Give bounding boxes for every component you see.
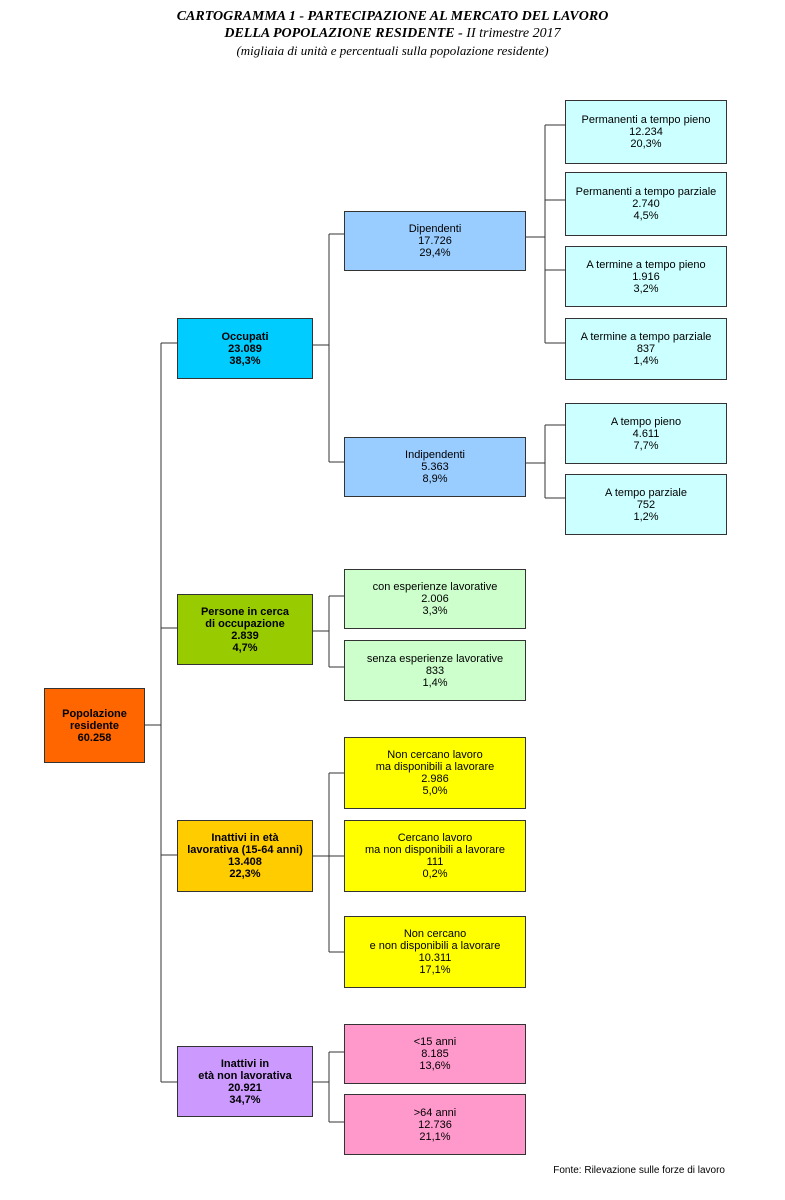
node-permanenti-tempo-pieno: Permanenti a tempo pieno 12.234 20,3% <box>565 100 727 164</box>
node-percent: 1,4% <box>633 355 659 367</box>
node-label: ma disponibili a lavorare <box>375 761 495 773</box>
node-label: Indipendenti <box>405 449 465 461</box>
node-label: A tempo pieno <box>610 415 682 428</box>
node-label: Dipendenti <box>408 223 462 235</box>
node-label: Non cercano lavoro <box>387 749 483 761</box>
node-label: con esperienze lavorative <box>372 581 498 593</box>
node-label: Permanenti a tempo parziale <box>575 186 717 198</box>
node-meno-15-anni: <15 anni 8.185 13,6% <box>344 1024 526 1084</box>
node-value: 13.408 <box>228 856 262 868</box>
title-line-2-main: DELLA POPOLAZIONE RESIDENTE - <box>224 26 467 41</box>
node-con-esperienze: con esperienze lavorative 2.006 3,3% <box>344 569 526 629</box>
node-value: 4.611 <box>632 427 660 440</box>
node-popolazione-residente: Popolazione residente 60.258 <box>44 688 145 763</box>
title-subtitle: (migliaia di unità e percentuali sulla p… <box>236 43 549 58</box>
node-label: Persone in cerca <box>200 605 290 618</box>
node-percent: 29,4% <box>419 247 451 259</box>
node-value: 2.986 <box>421 773 449 785</box>
node-percent: 0,2% <box>422 868 448 880</box>
node-value: 2.006 <box>421 593 449 605</box>
node-value: 2.740 <box>632 198 660 210</box>
node-percent: 1,4% <box>422 676 448 689</box>
node-percent: 13,6% <box>419 1060 451 1072</box>
node-label: A termine a tempo pieno <box>586 258 706 271</box>
node-label: lavorativa (15-64 anni) <box>187 844 303 856</box>
node-value: 12.234 <box>629 126 663 138</box>
node-oltre-64-anni: >64 anni 12.736 21,1% <box>344 1094 526 1155</box>
node-value: 1.916 <box>632 270 660 283</box>
node-label: età non lavorativa <box>198 1069 292 1082</box>
node-indipendenti: Indipendenti 5.363 8,9% <box>344 437 526 497</box>
node-label: Occupati <box>221 330 269 343</box>
node-label: Permanenti a tempo pieno <box>581 114 711 126</box>
node-termine-tempo-parziale: A termine a tempo parziale 837 1,4% <box>565 318 727 380</box>
node-indipendenti-tempo-pieno: A tempo pieno 4.611 7,7% <box>565 403 727 464</box>
node-percent: 22,3% <box>229 868 261 880</box>
node-label: Popolazione <box>62 707 127 720</box>
node-percent: 17,1% <box>419 964 451 976</box>
node-non-cercano-disponibili: Non cercano lavoro ma disponibili a lavo… <box>344 737 526 809</box>
node-label: >64 anni <box>413 1106 457 1119</box>
source-note: Fonte: Rilevazione sulle forze di lavoro <box>553 1165 725 1176</box>
node-percent: 1,2% <box>633 510 659 523</box>
node-value: 17.726 <box>418 235 452 247</box>
node-value: 111 <box>426 856 444 868</box>
title-line-2: DELLA POPOLAZIONE RESIDENTE - II trimest… <box>0 25 785 42</box>
node-dipendenti: Dipendenti 17.726 29,4% <box>344 211 526 271</box>
node-label: Cercano lavoro <box>397 832 473 844</box>
node-label: residente <box>70 719 119 732</box>
node-value: 20.921 <box>228 1081 262 1094</box>
node-percent: 34,7% <box>229 1093 261 1106</box>
node-label: di occupazione <box>205 617 285 630</box>
node-cercano-non-disponibili: Cercano lavoro ma non disponibili a lavo… <box>344 820 526 892</box>
node-value: 60.258 <box>77 731 112 744</box>
node-label: Non cercano <box>403 928 467 940</box>
node-label: A termine a tempo parziale <box>580 331 712 343</box>
node-senza-esperienze: senza esperienze lavorative 833 1,4% <box>344 640 526 701</box>
title-line-1: CARTOGRAMMA 1 - PARTECIPAZIONE AL MERCAT… <box>176 9 609 24</box>
node-inattivi-eta-non-lavorativa: Inattivi in età non lavorativa 20.921 34… <box>177 1046 313 1117</box>
node-percent: 4,5% <box>633 210 659 222</box>
node-value: 12.736 <box>418 1118 452 1131</box>
node-non-cercano-non-disponibili: Non cercano e non disponibili a lavorare… <box>344 916 526 988</box>
node-occupati: Occupati 23.089 38,3% <box>177 318 313 379</box>
node-percent: 3,3% <box>422 605 448 617</box>
diagram-title: CARTOGRAMMA 1 - PARTECIPAZIONE AL MERCAT… <box>0 8 785 59</box>
node-percent: 3,2% <box>633 282 659 295</box>
node-label: <15 anni <box>413 1036 457 1048</box>
node-percent: 4,7% <box>232 641 258 654</box>
node-percent: 8,9% <box>422 473 448 485</box>
node-label: Inattivi in <box>220 1057 270 1070</box>
node-value: 23.089 <box>228 342 262 355</box>
node-inattivi-eta-lavorativa: Inattivi in età lavorativa (15-64 anni) … <box>177 820 313 892</box>
node-persone-in-cerca: Persone in cerca di occupazione 2.839 4,… <box>177 594 313 665</box>
node-value: 2.839 <box>231 629 259 642</box>
node-percent: 5,0% <box>422 785 448 797</box>
node-termine-tempo-pieno: A termine a tempo pieno 1.916 3,2% <box>565 246 727 307</box>
node-value: 833 <box>425 664 445 677</box>
node-label: A tempo parziale <box>605 486 687 499</box>
node-value: 10.311 <box>418 952 452 964</box>
node-value: 5.363 <box>421 461 449 473</box>
node-value: 752 <box>636 498 656 511</box>
node-label: Inattivi in età <box>211 832 279 844</box>
node-percent: 38,3% <box>229 354 261 367</box>
node-value: 837 <box>636 343 656 355</box>
node-indipendenti-tempo-parziale: A tempo parziale 752 1,2% <box>565 474 727 535</box>
node-percent: 7,7% <box>633 439 659 452</box>
node-value: 8.185 <box>421 1048 449 1060</box>
node-label: e non disponibili a lavorare <box>369 940 501 952</box>
title-period: II trimestre 2017 <box>466 26 561 41</box>
node-label: ma non disponibili a lavorare <box>364 844 506 856</box>
node-percent: 21,1% <box>419 1130 451 1143</box>
node-percent: 20,3% <box>630 138 662 150</box>
node-permanenti-tempo-parziale: Permanenti a tempo parziale 2.740 4,5% <box>565 172 727 236</box>
node-label: senza esperienze lavorative <box>366 652 504 665</box>
